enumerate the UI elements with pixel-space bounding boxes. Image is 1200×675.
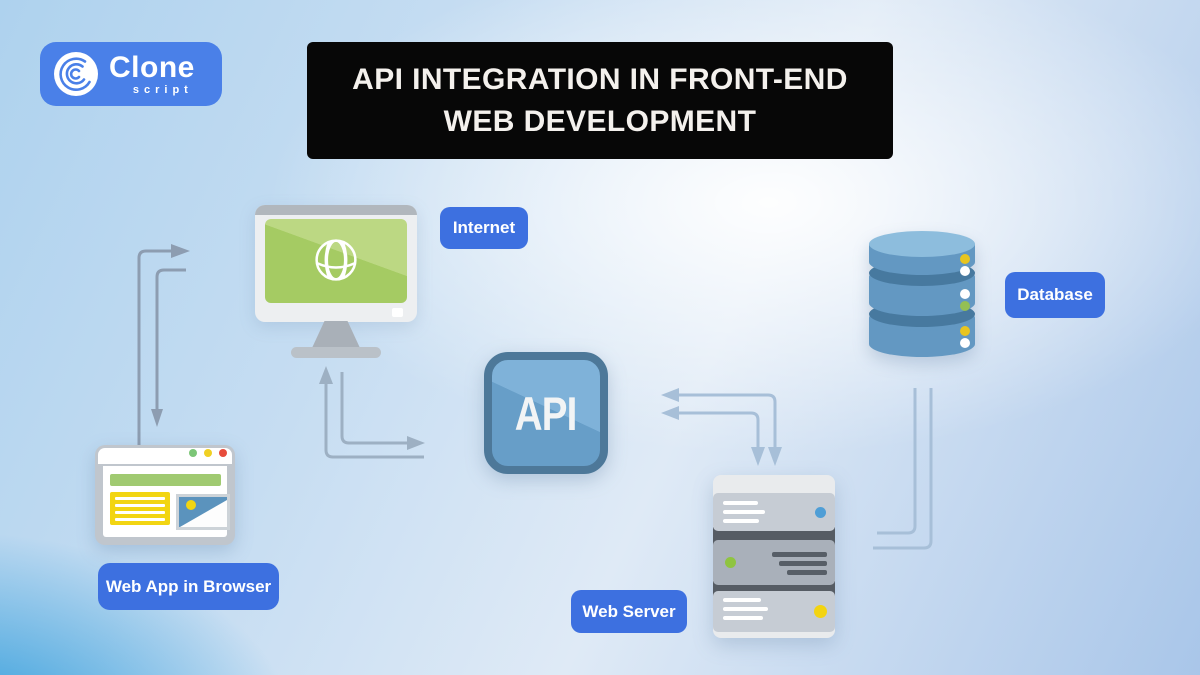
database-label-text: Database xyxy=(1017,285,1093,304)
webapp-header-block xyxy=(110,474,221,486)
arrow-server-api-1 xyxy=(679,393,777,447)
server-led-green xyxy=(725,557,736,568)
page-title: API INTEGRATION IN FRONT-END WEB DEVELOP… xyxy=(307,42,893,159)
database-cylinder-icon xyxy=(869,231,975,357)
web-server-label: Web Server xyxy=(571,590,687,633)
logo-mark-icon xyxy=(54,52,98,96)
arrowhead-down-icon xyxy=(151,409,163,427)
arrowhead-left-icon xyxy=(661,388,679,402)
api-text: API xyxy=(515,386,578,440)
arrow-internet-to-api xyxy=(340,372,407,445)
globe-icon xyxy=(315,239,357,281)
api-badge-icon: API xyxy=(484,352,608,474)
monitor-base xyxy=(291,347,381,358)
web-app-label-text: Web App in Browser xyxy=(105,576,272,596)
arrowhead-up-icon xyxy=(319,366,333,384)
rack-unit-bottom xyxy=(713,591,835,632)
title-line-2: WEB DEVELOPMENT xyxy=(443,104,757,138)
brand-name: Clone xyxy=(109,50,195,84)
web-app-label: Web App in Browser xyxy=(98,563,279,610)
line-database-server-2 xyxy=(873,388,933,550)
monitor-stand xyxy=(312,321,360,348)
database-label: Database xyxy=(1005,272,1105,318)
server-rack-icon xyxy=(713,475,835,638)
browser-dot-yellow xyxy=(204,449,212,457)
web-server-label-text: Web Server xyxy=(582,601,676,621)
browser-dot-green xyxy=(189,449,197,457)
title-line-1: API INTEGRATION IN FRONT-END xyxy=(352,62,848,96)
image-sun-icon xyxy=(186,500,196,510)
clonescript-logo: Clone script xyxy=(40,42,222,106)
arrow-server-api-2 xyxy=(679,411,760,447)
arrowhead-right-icon xyxy=(407,436,425,450)
arrow-webapp-to-internet xyxy=(137,249,171,447)
internet-label-text: Internet xyxy=(452,218,516,237)
server-led-yellow xyxy=(814,605,827,618)
arrowhead-left-icon xyxy=(661,406,679,420)
monitor-rim xyxy=(255,205,417,215)
server-led-blue xyxy=(815,507,826,518)
monitor-power-button xyxy=(392,308,403,317)
arrowhead-right-icon xyxy=(171,244,190,258)
arrow-internet-to-webapp xyxy=(155,268,186,409)
arrowhead-down-icon xyxy=(751,447,765,466)
line-database-server-1 xyxy=(877,388,917,535)
rack-unit-top xyxy=(713,493,835,531)
browser-toolbar xyxy=(98,448,232,464)
monitor-screen xyxy=(265,219,407,303)
database-status-lights xyxy=(960,254,970,348)
arrowhead-down-icon xyxy=(768,447,782,466)
rack-unit-middle xyxy=(713,540,835,585)
brand-suffix: script xyxy=(132,83,193,96)
internet-label: Internet xyxy=(440,207,528,249)
browser-dot-red xyxy=(219,449,227,457)
arrow-api-to-internet xyxy=(324,384,424,459)
